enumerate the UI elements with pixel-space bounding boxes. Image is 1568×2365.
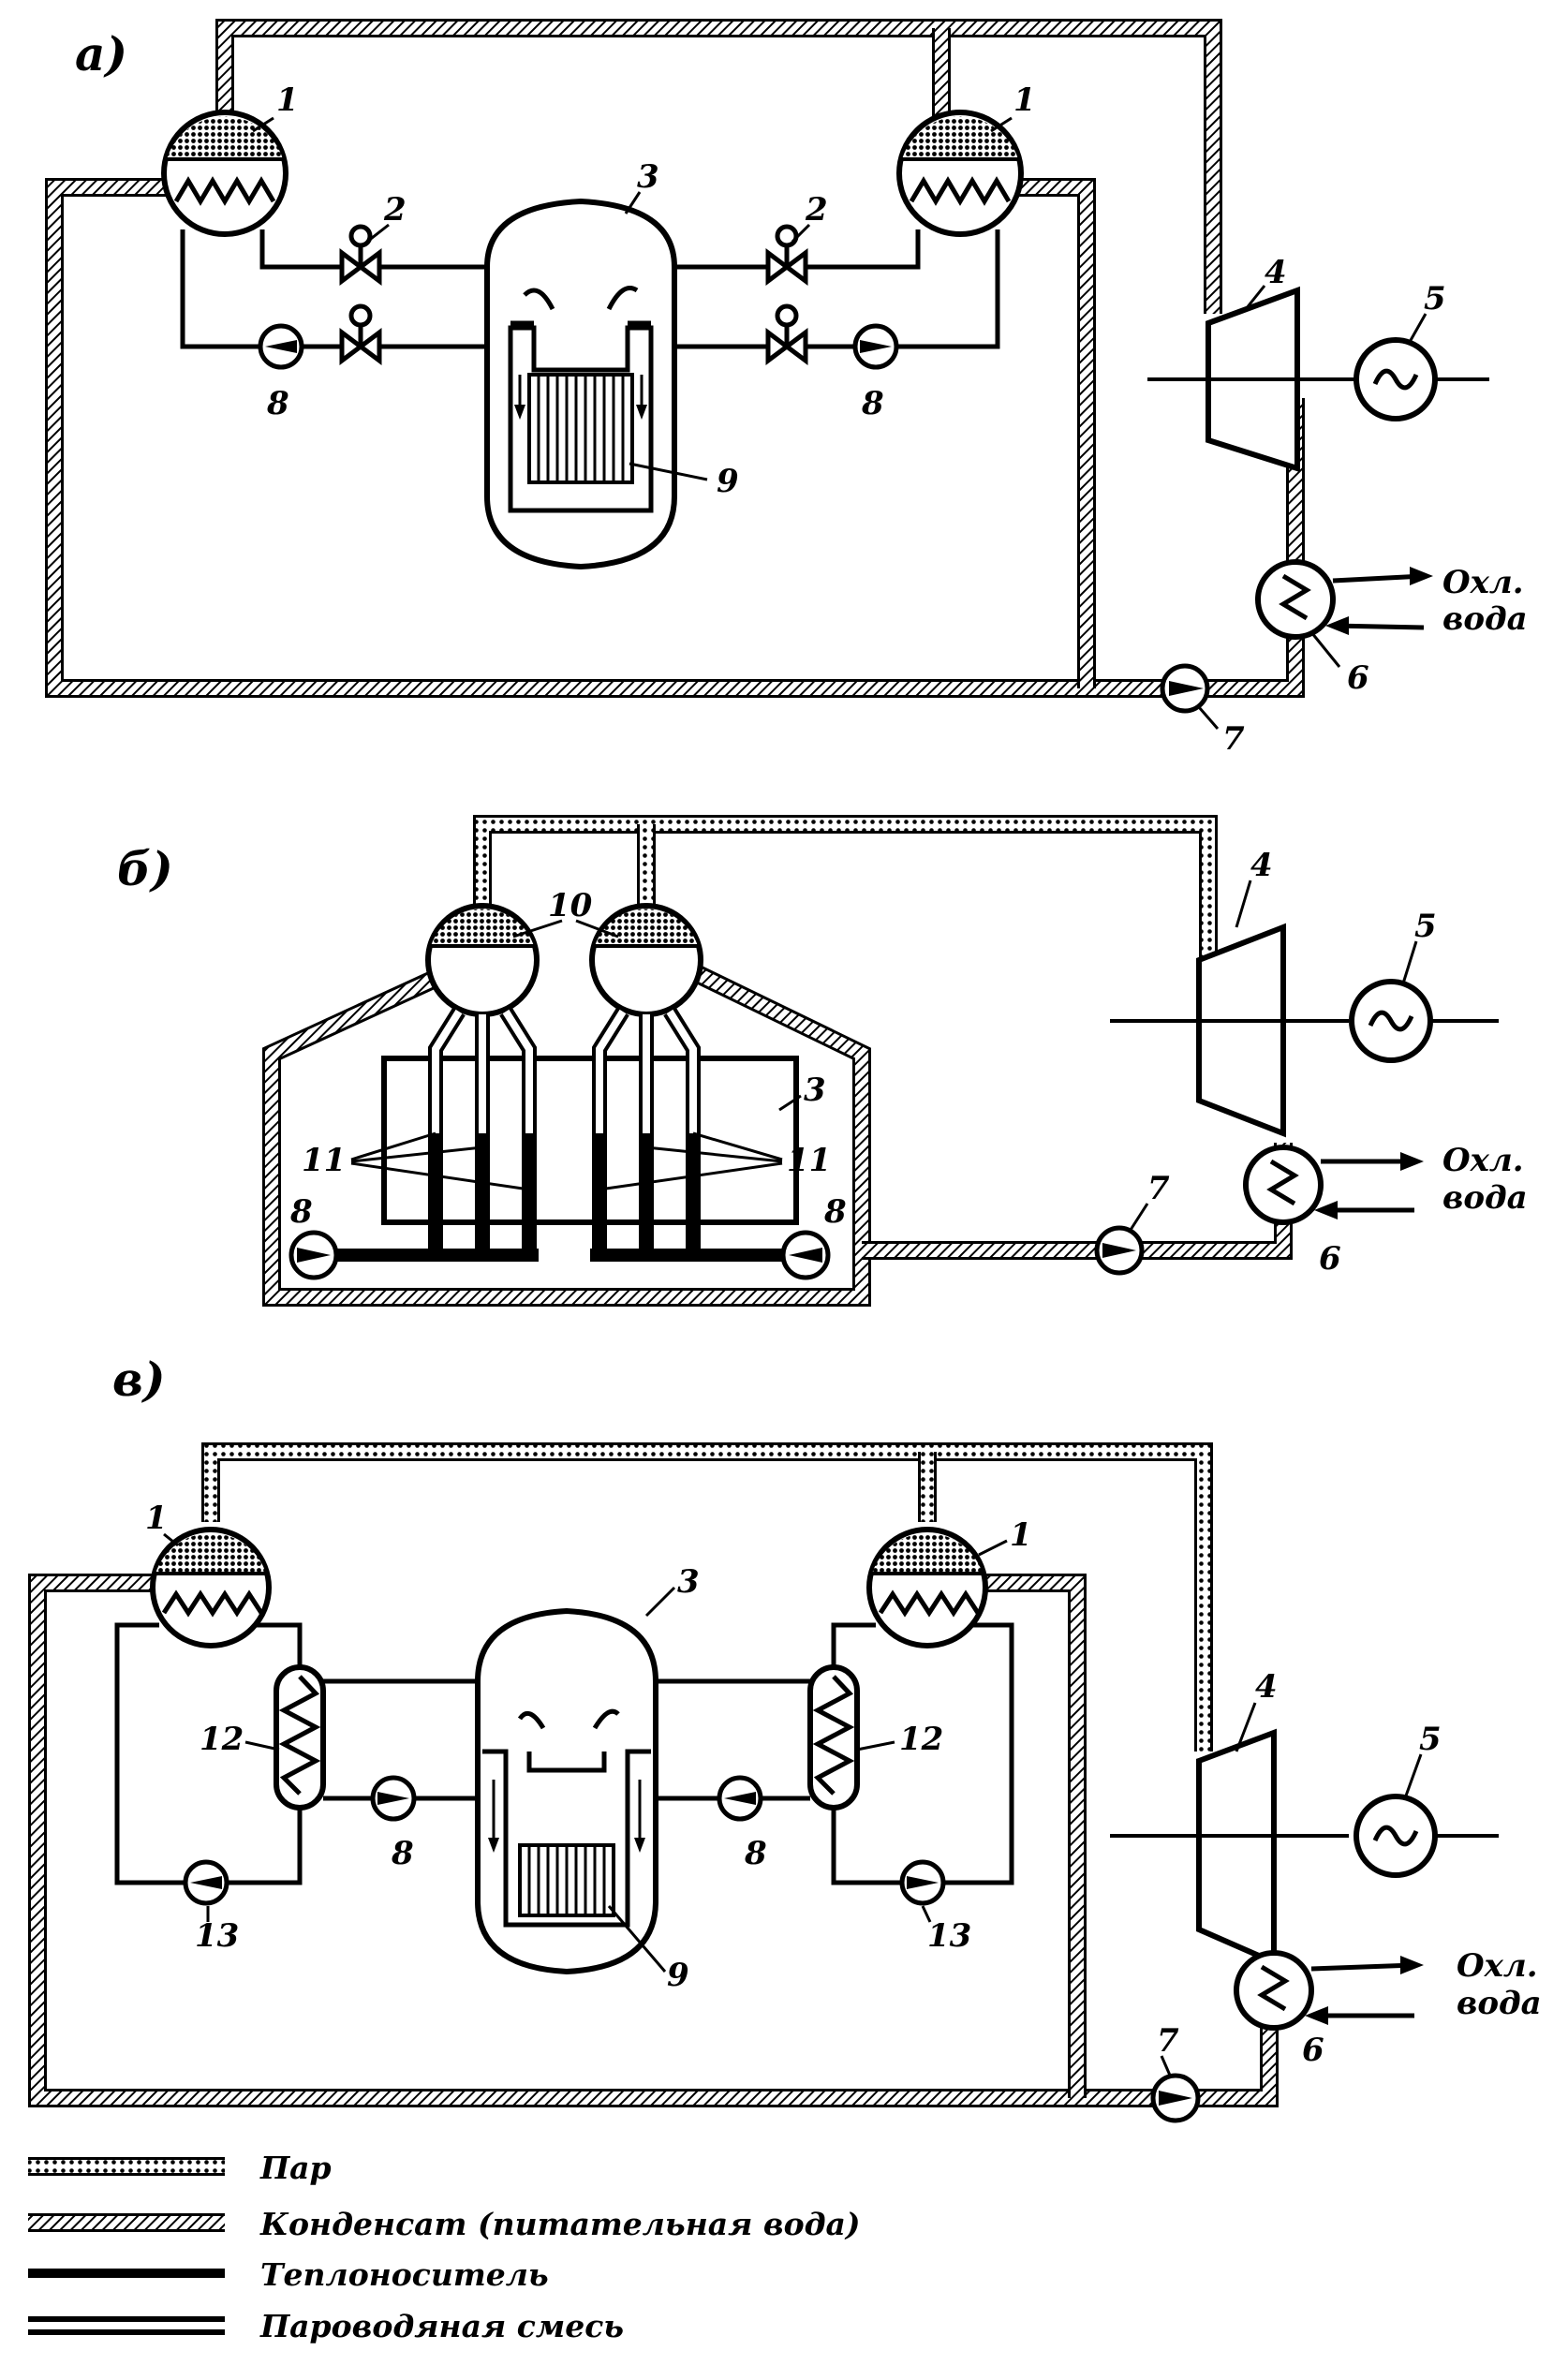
valve-icon — [339, 224, 808, 365]
legend-item-condensate: Конденсат (питательная вода) — [28, 2206, 861, 2242]
label-7: 7 — [1222, 720, 1245, 758]
steam-line-b — [473, 815, 1218, 1049]
label-8: 8 — [861, 385, 884, 422]
separator-drum-left-c — [150, 1527, 272, 1648]
circulation-pump-icon — [258, 323, 899, 370]
label-13: 13 — [195, 1917, 239, 1955]
panel-label-a: а) — [75, 26, 127, 81]
separator-drum-right-b — [589, 903, 703, 1017]
steam-generator-left-c — [274, 1664, 326, 1811]
turbine-c — [1196, 1728, 1277, 1967]
label-8: 8 — [289, 1193, 313, 1231]
label-4: 4 — [1250, 847, 1273, 884]
feed-pump-icon — [1150, 2073, 1201, 2123]
turbine-b — [1196, 923, 1286, 1138]
label-5: 5 — [1424, 280, 1446, 318]
label-9: 9 — [717, 463, 739, 500]
feed-pump-icon — [1094, 1225, 1145, 1276]
label-3: 3 — [677, 1563, 700, 1601]
label-2: 2 — [805, 191, 828, 229]
panel-c: в) 1 1 3 12 12 8 8 13 13 9 4 5 6 7 — [28, 1352, 1542, 2123]
label-10: 10 — [548, 887, 593, 924]
generator-icon — [1354, 337, 1489, 421]
label-3: 3 — [637, 158, 659, 196]
separator-drum-left-b — [425, 903, 540, 1017]
label-7: 7 — [1157, 2022, 1179, 2060]
condenser-icon — [1255, 559, 1433, 640]
label-13: 13 — [927, 1917, 971, 1955]
cooling-water-line2: вода — [1442, 600, 1528, 638]
cooling-water-line2: вода — [1442, 1179, 1528, 1217]
label-1: 1 — [1013, 81, 1036, 119]
label-9: 9 — [667, 1957, 689, 1994]
label-11: 11 — [302, 1142, 346, 1179]
label-12: 12 — [899, 1721, 943, 1758]
label-1: 1 — [1010, 1516, 1032, 1554]
label-8: 8 — [391, 1835, 414, 1872]
panel-b: б) 10 3 11 11 8 8 4 5 6 7 Охл. вода — [117, 815, 1528, 1307]
label-6: 6 — [1302, 2032, 1324, 2069]
label-1: 1 — [276, 81, 299, 119]
label-11: 11 — [787, 1142, 831, 1179]
reactor-vessel-c — [475, 1607, 658, 1975]
generator-icon — [1354, 1794, 1499, 1878]
generator-icon — [1349, 979, 1499, 1063]
label-8: 8 — [266, 385, 289, 422]
feed-pump-icon — [1160, 663, 1210, 714]
condenser-icon — [1243, 1145, 1424, 1225]
separator-drum-right-a — [896, 110, 1024, 237]
label-4: 4 — [1265, 254, 1287, 291]
condenser-icon — [1234, 1950, 1424, 2031]
legend-label-steam: Пар — [259, 2150, 332, 2186]
label-12: 12 — [200, 1721, 244, 1758]
separator-drum-left-a — [161, 110, 288, 237]
cooling-water-line2: вода — [1457, 1985, 1542, 2022]
legend-label-coolant: Теплоноситель — [260, 2256, 549, 2293]
steam-line-c — [201, 1442, 1213, 1752]
panel-label-c: в) — [112, 1352, 166, 1407]
separator-drum-right-c — [866, 1527, 988, 1648]
legend-label-condensate: Конденсат (питательная вода) — [259, 2206, 861, 2242]
legend-item-steam: Пар — [28, 2150, 332, 2186]
label-8: 8 — [823, 1193, 847, 1231]
label-3: 3 — [804, 1072, 826, 1109]
circulation-pump-icon — [370, 1775, 763, 1822]
cooling-water-line1: Охл. — [1442, 1142, 1524, 1179]
secondary-pump-icon — [183, 1859, 946, 1906]
cooling-water-line1: Охл. — [1442, 564, 1524, 601]
legend: Пар Конденсат (питательная вода) Теплоно… — [28, 2150, 861, 2344]
steam-generator-right-c — [807, 1664, 860, 1811]
label-8: 8 — [744, 1835, 767, 1872]
reactor-core-a — [527, 373, 634, 484]
label-6: 6 — [1319, 1240, 1341, 1278]
circulation-pump-icon — [288, 1230, 831, 1280]
reactor-vessel-a — [484, 198, 677, 570]
legend-label-mixture: Пароводяная смесь — [259, 2308, 624, 2344]
panel-a: а) 1 1 2 2 3 4 5 6 7 8 8 9 Охл. вода — [45, 19, 1528, 758]
panel-label-b: б) — [117, 841, 173, 896]
label-4: 4 — [1255, 1668, 1278, 1706]
reactor-core-c — [518, 1843, 615, 1917]
legend-item-mixture: Пароводяная смесь — [28, 2308, 624, 2344]
label-7: 7 — [1147, 1170, 1170, 1207]
reactor-block-b — [381, 1056, 799, 1225]
label-5: 5 — [1414, 908, 1437, 945]
label-6: 6 — [1347, 659, 1369, 697]
label-1: 1 — [145, 1500, 168, 1537]
cooling-water-line1: Охл. — [1457, 1947, 1538, 1985]
label-2: 2 — [383, 191, 407, 229]
label-5: 5 — [1419, 1721, 1442, 1758]
legend-item-coolant: Теплоноситель — [28, 2256, 549, 2293]
